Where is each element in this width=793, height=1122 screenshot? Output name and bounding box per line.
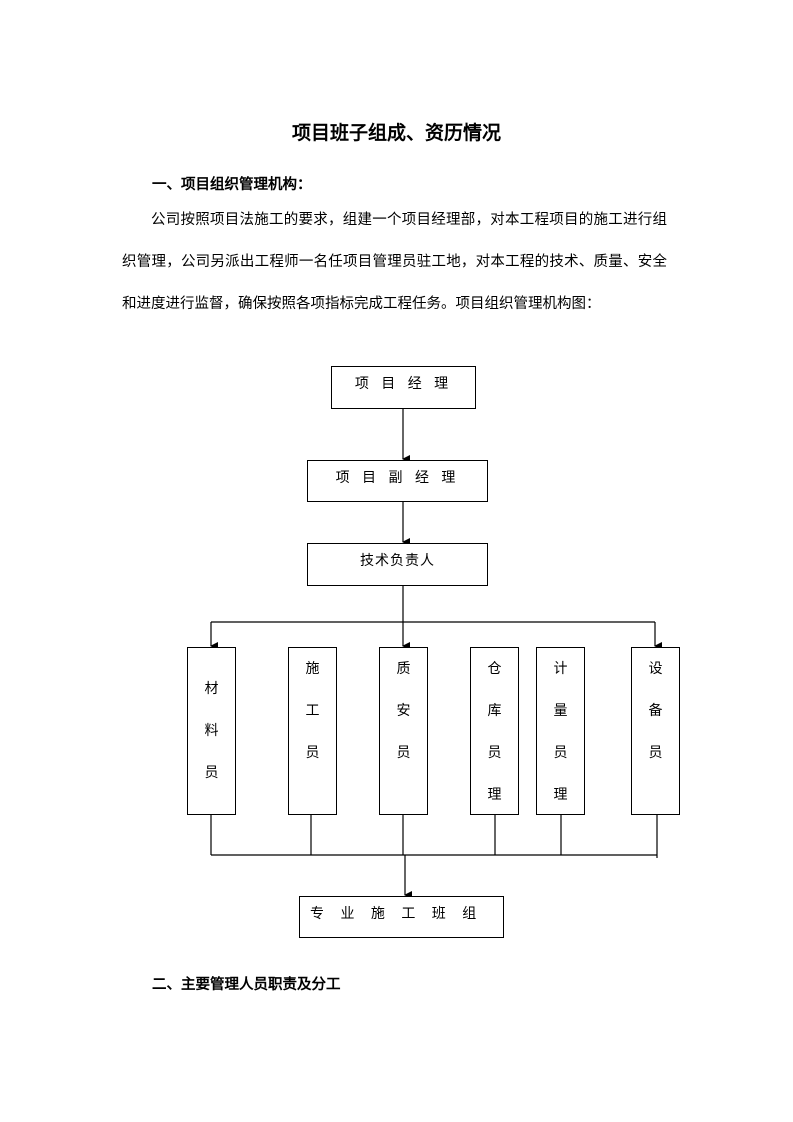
box-project-manager: 项 目 经 理 xyxy=(331,366,476,409)
box-quality-safety-staff: 质 安 员 xyxy=(379,647,428,815)
section-heading-duties: 二、主要管理人员职责及分工 xyxy=(152,976,341,993)
box-equipment-staff: 设 备 员 xyxy=(631,647,680,815)
box-warehouse-staff: 仓 库 员 理 xyxy=(470,647,519,815)
box-construction-staff: 施 工 员 xyxy=(288,647,337,815)
page-title: 项目班子组成、资历情况 xyxy=(291,122,501,144)
box-materials-staff: 材 料 员 xyxy=(187,647,236,815)
box-technical-lead: 技术负责人 xyxy=(307,543,488,586)
section-paragraph: 公司按照项目法施工的要求，组建一个项目经理部，对本工程项目的施工进行组织管理，公… xyxy=(122,212,667,312)
box-deputy-manager: 项 目 副 经 理 xyxy=(307,460,488,502)
section-heading-org: 一、项目组织管理机构： xyxy=(152,176,312,193)
box-metering-staff: 计 量 员 理 xyxy=(536,647,585,815)
box-professional-teams: 专 业 施 工 班 组 xyxy=(299,896,504,938)
